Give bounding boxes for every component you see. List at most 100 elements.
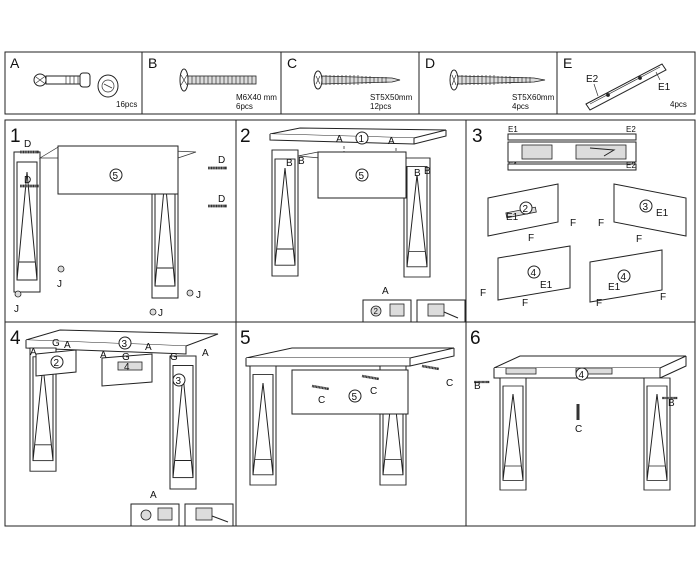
svg-text:5: 5 (352, 392, 358, 403)
hardware-a: A 16pcs (10, 55, 137, 109)
step-6: 6 4 B B C (470, 328, 687, 491)
step6-desk (493, 355, 687, 491)
svg-text:E1: E1 (508, 125, 518, 134)
hardware-d: D ST5X60mm 4pcs (425, 55, 555, 111)
svg-text:B: B (148, 55, 157, 71)
svg-text:2: 2 (523, 204, 529, 215)
svg-text:A: A (382, 286, 389, 297)
svg-text:E1: E1 (608, 282, 621, 293)
hardware-strip: A 16pcs B M6X40 (4, 51, 696, 115)
cam-lock-icon (97, 74, 119, 98)
svg-text:A: A (150, 490, 157, 501)
steps-grid (4, 119, 696, 527)
machine-bolt-icon (179, 68, 257, 92)
svg-text:B: B (424, 166, 431, 177)
svg-text:D: D (24, 175, 31, 186)
svg-text:D: D (24, 139, 31, 150)
svg-text:A: A (100, 350, 107, 361)
svg-text:F: F (660, 292, 666, 303)
svg-text:C: C (370, 386, 377, 397)
svg-text:3: 3 (472, 126, 483, 147)
svg-text:A: A (30, 347, 37, 358)
svg-text:B: B (414, 168, 421, 179)
step3-slide-detail: E1 E2 E1 E2 (507, 125, 637, 171)
step-3: 3 E1 E2 E1 E2 2 E1 F F 3 E1 F (472, 125, 687, 309)
svg-text:E1: E1 (656, 208, 669, 219)
svg-text:A: A (64, 340, 71, 351)
svg-text:2: 2 (374, 307, 379, 316)
svg-text:4: 4 (621, 272, 627, 283)
svg-text:C: C (575, 424, 582, 435)
step1-feet: J J J J (14, 265, 201, 319)
hardware-b: B M6X40 mm 6pcs (148, 55, 277, 111)
svg-text:B: B (668, 398, 675, 409)
svg-text:16pcs: 16pcs (116, 100, 137, 109)
step3-panel-4a: 4 E1 F F (480, 245, 571, 309)
svg-text:1: 1 (359, 134, 365, 145)
svg-text:3: 3 (176, 376, 182, 387)
svg-text:E1: E1 (658, 82, 671, 93)
svg-text:4pcs: 4pcs (670, 100, 687, 109)
svg-text:F: F (522, 298, 528, 309)
svg-text:F: F (570, 218, 576, 229)
svg-text:J: J (57, 279, 62, 290)
svg-text:5: 5 (113, 171, 119, 182)
svg-text:ST5X60mm: ST5X60mm (512, 93, 555, 102)
step5-desk (245, 347, 455, 486)
svg-text:A: A (388, 136, 395, 147)
svg-text:A: A (336, 134, 343, 145)
svg-text:F: F (528, 233, 534, 244)
svg-text:1: 1 (10, 126, 21, 147)
step-2: 2 1 A A 5 B B B B A 2 (240, 126, 466, 323)
cam-bolt-icon (33, 72, 91, 88)
svg-text:A: A (145, 342, 152, 353)
svg-text:D: D (218, 155, 225, 166)
svg-text:B: B (298, 156, 305, 167)
svg-text:G: G (170, 352, 178, 363)
svg-text:B: B (286, 158, 293, 169)
drawer-slide-icon (585, 63, 667, 111)
svg-text:3: 3 (122, 339, 128, 350)
svg-text:J: J (196, 290, 201, 301)
svg-text:4pcs: 4pcs (512, 102, 529, 111)
svg-text:C: C (446, 378, 453, 389)
hardware-c: C ST5X50mm 12pcs (287, 55, 413, 111)
svg-text:E2: E2 (586, 74, 599, 85)
step3-panel-3: 3 E1 F F (598, 183, 687, 245)
svg-text:E1: E1 (540, 280, 553, 291)
svg-text:F: F (636, 234, 642, 245)
svg-text:E1: E1 (506, 212, 519, 223)
svg-text:2: 2 (54, 358, 60, 369)
svg-text:4: 4 (531, 268, 537, 279)
svg-text:G: G (52, 338, 60, 349)
svg-text:E2: E2 (626, 125, 636, 134)
svg-text:6: 6 (470, 328, 481, 349)
svg-text:5: 5 (359, 171, 365, 182)
svg-text:2: 2 (240, 126, 251, 147)
svg-text:6pcs: 6pcs (236, 102, 253, 111)
hardware-e: E E2 E1 4pcs (563, 55, 687, 111)
step-5: 5 5 C C C (240, 328, 455, 486)
step4-cam-detail: A (130, 490, 234, 527)
step3-panel-4b: 4 E1 F F (589, 249, 666, 309)
svg-text:C: C (318, 395, 325, 406)
svg-text:4: 4 (10, 328, 21, 349)
svg-text:B: B (474, 381, 481, 392)
svg-text:J: J (158, 308, 163, 319)
step-4: 4 2 3 4 3 G A A A G A G A A (10, 328, 234, 527)
svg-text:4: 4 (124, 362, 130, 373)
svg-text:3: 3 (643, 202, 649, 213)
svg-text:A: A (10, 55, 20, 71)
svg-text:A: A (202, 348, 209, 359)
svg-text:ST5X50mm: ST5X50mm (370, 93, 413, 102)
svg-text:4: 4 (579, 370, 585, 381)
svg-text:J: J (14, 304, 19, 315)
svg-text:F: F (598, 218, 604, 229)
step6-drawer-slides (505, 367, 613, 375)
step3-panel-2: 2 E1 F F (487, 183, 576, 244)
svg-text:C: C (287, 55, 297, 71)
svg-text:D: D (425, 55, 435, 71)
step-1: 1 5 D D D D J J J J (10, 126, 229, 319)
svg-text:F: F (596, 298, 602, 309)
